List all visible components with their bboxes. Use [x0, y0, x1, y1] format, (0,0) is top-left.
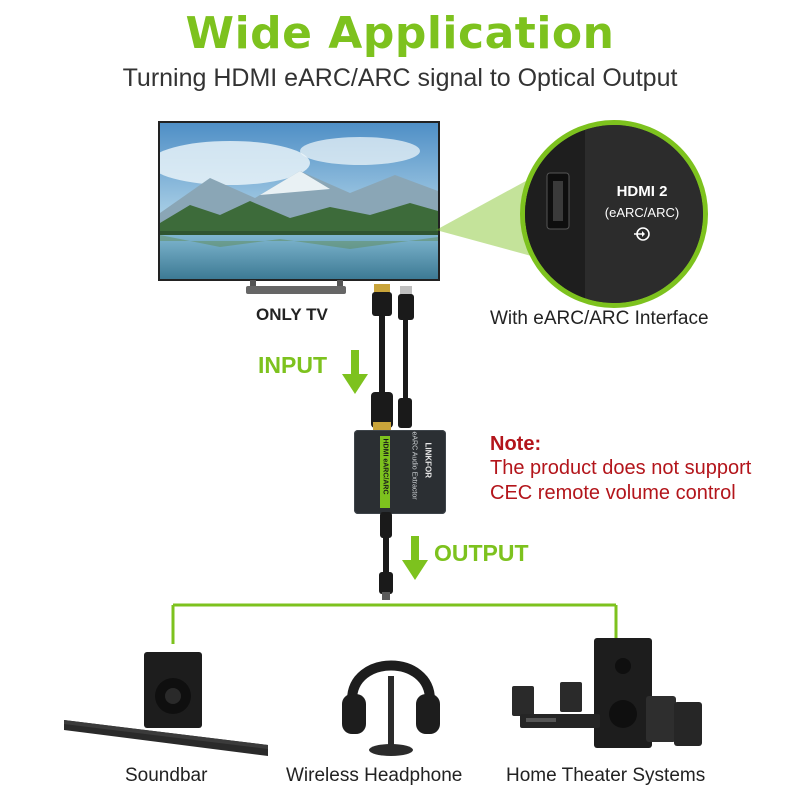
tv-stand-base	[246, 286, 346, 294]
converter-model: eARC Audio Extractor	[410, 431, 418, 500]
optical-cable	[379, 512, 393, 600]
page-subtitle: Turning HDMI eARC/ARC signal to Optical …	[122, 64, 678, 92]
input-cables	[371, 284, 414, 430]
output-label: OUTPUT	[434, 540, 529, 566]
port-mode: (eARC/ARC)	[604, 205, 680, 220]
soundbar-icon	[62, 650, 272, 760]
headphone-icon	[336, 636, 446, 760]
zoom-beam	[436, 170, 546, 260]
port-name: HDMI 2	[616, 183, 668, 200]
note-line-1: The product does not support	[490, 457, 752, 479]
input-label: INPUT	[258, 352, 327, 378]
tv-image	[158, 121, 440, 281]
device-label-home-theater: Home Theater Systems	[506, 765, 706, 786]
converter-brand: LINKFOR	[423, 442, 433, 479]
device-label-headphone: Wireless Headphone	[286, 765, 463, 786]
page-title: Wide Application	[185, 8, 615, 59]
landscape-scene-icon	[160, 123, 438, 279]
note-line-2: CEC remote volume control	[490, 482, 736, 504]
home-theater-icon	[506, 636, 706, 754]
hdmi-port-closeup: HDMI 2 (eARC/ARC)	[520, 120, 708, 308]
tv-caption: ONLY TV	[256, 305, 328, 324]
note-title: Note:	[490, 433, 542, 455]
converter-strip-text: HDMI eARC/ARC	[381, 438, 389, 495]
arrow-down-icon	[342, 350, 368, 401]
tv-back-panel-icon	[525, 125, 703, 303]
earc-converter-device: HDMI eARC/ARC eARC Audio Extractor LINKF…	[354, 430, 446, 514]
port-caption: With eARC/ARC Interface	[490, 308, 709, 329]
toslink-plug-icon	[382, 592, 390, 600]
device-label-soundbar: Soundbar	[125, 765, 208, 786]
arc-return-icon	[633, 225, 651, 248]
usb-plug-icon	[400, 286, 412, 296]
converter-label-strip	[380, 436, 390, 508]
arrow-down-icon	[402, 536, 428, 587]
distribution-bracket	[171, 603, 618, 644]
hdmi-plug-icon	[374, 284, 390, 294]
